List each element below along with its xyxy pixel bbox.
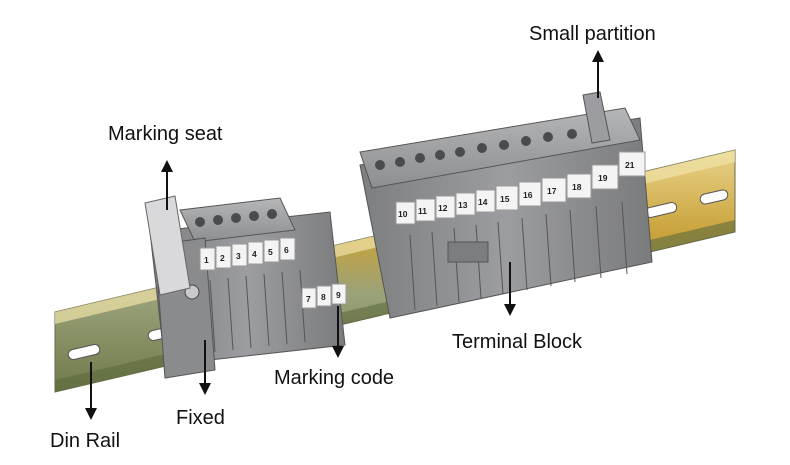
marker-number: 5: [268, 247, 273, 257]
marker-number: 4: [252, 249, 257, 259]
marking-seat-plate: [144, 195, 191, 296]
marker-number: 12: [438, 203, 448, 213]
label-small-partition: Small partition: [529, 23, 656, 45]
marker-number: 6: [284, 245, 289, 255]
marker-strip-left: 1 2 3 4 5 6: [199, 237, 296, 271]
label-din-rail: Din Rail: [50, 430, 120, 452]
marker-strip-middle: 7 8 9: [301, 283, 347, 309]
marker-number: 2: [220, 253, 225, 263]
marker-number: 18: [572, 182, 582, 192]
marker-number: 8: [321, 292, 326, 302]
marker-number: 11: [418, 206, 427, 216]
label-marking-seat: Marking seat: [108, 123, 223, 145]
label-marking-code: Marking code: [274, 367, 394, 389]
right-terminal-group: 10 11 12 13 14 15 16 17 18 19 21: [359, 91, 653, 319]
callout-arrows: [85, 50, 604, 420]
marker-number: 3: [236, 251, 241, 261]
marker-number: 14: [478, 197, 488, 207]
label-fixed: Fixed: [176, 407, 225, 429]
small-partition: [582, 91, 611, 144]
marker-number: 16: [523, 190, 533, 200]
marker-number: 17: [547, 186, 557, 196]
rail-slots: [67, 189, 729, 360]
marker-number: 1: [204, 255, 209, 265]
marker-number: 21: [625, 160, 635, 170]
marker-number: 19: [598, 173, 608, 183]
marker-number: 9: [336, 290, 341, 300]
marker-number: 10: [398, 209, 408, 219]
marker-number: 7: [306, 294, 311, 304]
marker-strip-right: 10 11 12 13 14 15 16 17 18 19 21: [395, 151, 646, 225]
marker-number: 13: [458, 200, 468, 210]
left-terminal-group: 1 2 3 4 5 6 7 8 9: [144, 195, 347, 379]
bridge-piece: [447, 241, 489, 263]
label-terminal-block: Terminal Block: [452, 331, 583, 353]
marker-number: 15: [500, 194, 510, 204]
